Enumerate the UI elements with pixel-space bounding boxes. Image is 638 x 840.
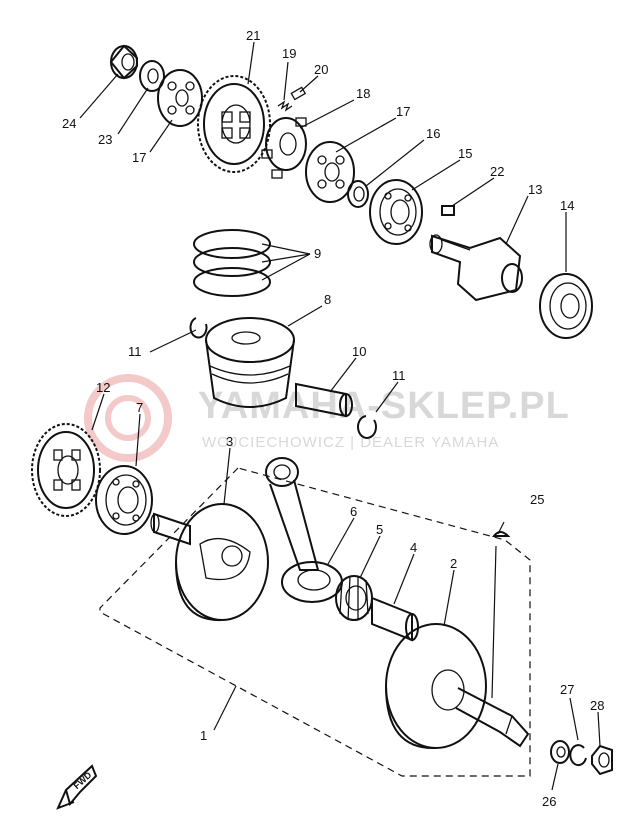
- callout-11-left: 11: [128, 344, 142, 359]
- callout-28: 28: [590, 698, 604, 713]
- part-17-plate-upper: [157, 69, 203, 127]
- callout-9: 9: [314, 246, 321, 261]
- callout-5: 5: [376, 522, 383, 537]
- watermark-sub-text: WOJCIECHOWICZ | DEALER YAMAHA: [202, 434, 499, 451]
- part-28-nut: [591, 744, 613, 776]
- callout-14: 14: [560, 198, 574, 213]
- part-2-crank-right: [385, 623, 530, 750]
- callout-numbers: 1 2 3 4 5 6 7 8 9 10 11 11 12 13 14 15 1…: [62, 28, 604, 809]
- part-15-bearing: [369, 179, 423, 245]
- callout-17-right: 17: [396, 104, 410, 119]
- part-10-piston-pin: [295, 382, 353, 418]
- callout-26: 26: [542, 794, 556, 809]
- part-12-gear: [31, 423, 101, 517]
- leader-lines: [79, 41, 601, 791]
- part-17-plate-lower: [305, 141, 355, 203]
- callout-23: 23: [98, 132, 112, 147]
- callout-16: 16: [426, 126, 440, 141]
- callout-7: 7: [136, 400, 143, 415]
- callout-24: 24: [62, 116, 76, 131]
- part-27-lock-washer: [569, 744, 587, 767]
- part-19-spring: [277, 100, 293, 112]
- part-26-washer: [550, 740, 570, 764]
- part-14-bearing: [539, 273, 593, 339]
- part-24-nut: [109, 44, 138, 80]
- callout-18: 18: [356, 86, 370, 101]
- callout-6: 6: [350, 504, 357, 519]
- callout-2: 2: [450, 556, 457, 571]
- part-5-needle-bearing: [335, 575, 373, 621]
- callout-27: 27: [560, 682, 574, 697]
- callout-20: 20: [314, 62, 328, 77]
- part-16-spacer: [347, 180, 369, 208]
- part-8-piston: [205, 317, 295, 408]
- part-6-connecting-rod: [265, 457, 343, 603]
- part-7-bearing: [95, 465, 153, 535]
- callout-13: 13: [528, 182, 542, 197]
- part-25-key: [491, 531, 511, 537]
- assembly-boundary-dashed: [99, 467, 531, 777]
- callout-10: 10: [352, 344, 366, 359]
- callout-11-right: 11: [392, 368, 406, 383]
- callout-3: 3: [226, 434, 233, 449]
- callout-21: 21: [246, 28, 260, 43]
- callout-19: 19: [282, 46, 296, 61]
- callout-1: 1: [200, 728, 207, 743]
- callout-12: 12: [96, 380, 110, 395]
- part-3-crank-left: [150, 503, 269, 622]
- part-18-damper-hub: [261, 117, 307, 179]
- part-4-crank-pin: [371, 596, 419, 642]
- callout-22: 22: [490, 164, 504, 179]
- fwd-arrow-icon: FWD: [56, 764, 98, 810]
- watermark-logo-icon: [84, 374, 172, 462]
- part-22-key: [441, 205, 455, 216]
- part-13-balancer-shaft: [429, 234, 523, 302]
- callout-15: 15: [458, 146, 472, 161]
- part-11-circlip-right: [357, 415, 378, 439]
- part-21-drive-gear: [197, 75, 271, 173]
- callout-25: 25: [530, 492, 544, 507]
- part-20-pin: [290, 86, 307, 101]
- callout-17-left: 17: [132, 150, 146, 165]
- callout-4: 4: [410, 540, 417, 555]
- part-9-piston-rings: [193, 229, 271, 297]
- callout-8: 8: [324, 292, 331, 307]
- part-11-circlip-left: [189, 317, 208, 339]
- part-23-washer: [139, 60, 165, 92]
